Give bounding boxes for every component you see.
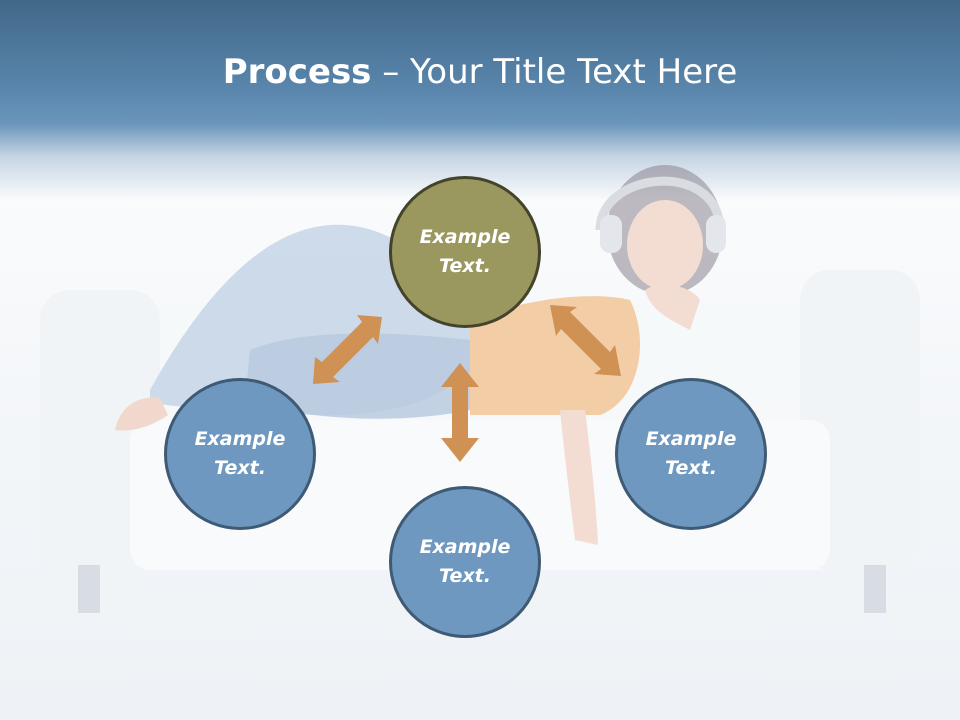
title-bold-text: Process [222,52,372,92]
node-bottom-text: Example Text. [419,536,511,587]
double-arrow-icon-vertical [441,363,479,462]
double-arrow-icon-upper-right [550,305,621,376]
process-node-bottom: Example Text. [389,486,541,638]
title-banner [0,0,960,200]
process-node-left: Example Text. [164,378,316,530]
node-left-text: Example Text. [194,428,286,479]
process-node-top: Example Text. [389,176,541,328]
double-arrow-icon-upper-left [313,315,382,384]
node-top-text: Example Text. [419,226,511,277]
process-node-right: Example Text. [615,378,767,530]
slide-title: Process – Your Title Text Here [0,52,960,92]
node-right-text: Example Text. [645,428,737,479]
title-rest-text: – Your Title Text Here [371,52,738,92]
